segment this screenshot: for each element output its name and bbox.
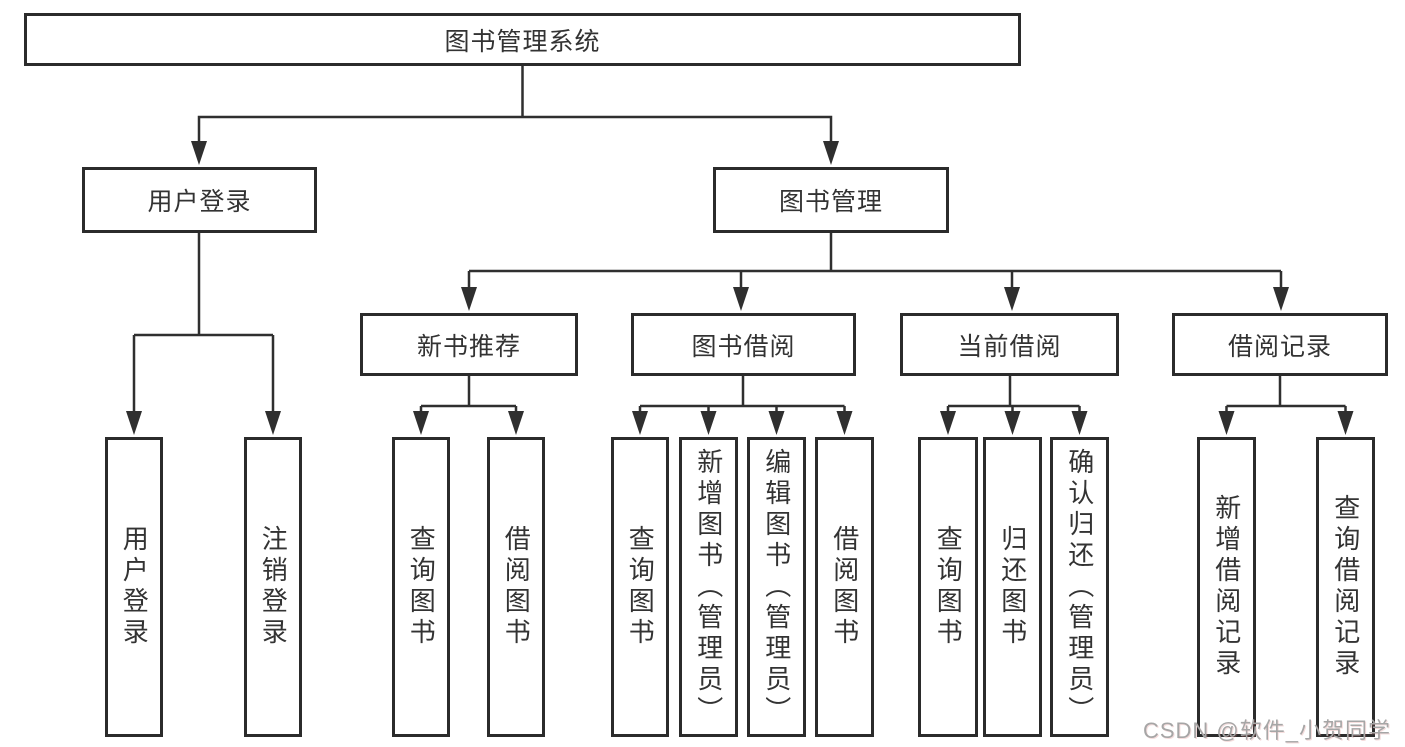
leaf-query-books-current: 查询图书: [918, 437, 978, 737]
group-current-borrow-label: 当前借阅: [957, 332, 1062, 361]
leaf-query-borrow-record-label: 查询借阅记录: [1330, 494, 1361, 680]
leaf-query-books-recommend-label: 查询图书: [406, 525, 437, 649]
leaf-logout-login-label: 注销登录: [258, 525, 289, 649]
leaf-borrow-books-recommend: 借阅图书: [487, 437, 545, 737]
root-node-label: 图书管理系统: [444, 27, 601, 56]
leaf-add-borrow-record: 新增借阅记录: [1197, 437, 1256, 737]
branch-book-management-label: 图书管理: [778, 188, 883, 216]
leaf-borrow-books-recommend-label: 借阅图书: [501, 525, 532, 649]
leaf-edit-books-admin: 编辑图书（管理员）: [747, 437, 806, 737]
csdn-watermark: CSDN @软件_小贺同学: [1142, 718, 1391, 743]
leaf-add-books-admin-label: 新增图书（管理员）: [693, 447, 724, 727]
connector-arrowheads: [126, 141, 1354, 435]
leaf-user-login-label: 用户登录: [119, 525, 150, 649]
leaf-borrow-books-2: 借阅图书: [815, 437, 874, 737]
leaf-query-books-current-label: 查询图书: [933, 525, 964, 649]
leaf-query-books-borrow: 查询图书: [611, 437, 669, 737]
leaf-return-books: 归还图书: [983, 437, 1042, 737]
group-current-borrow: 当前借阅: [900, 313, 1119, 376]
connector-lines: [132, 66, 1347, 413]
leaf-query-borrow-record: 查询借阅记录: [1316, 437, 1375, 737]
leaf-query-books-recommend: 查询图书: [392, 437, 450, 737]
leaf-add-borrow-record-label: 新增借阅记录: [1211, 494, 1242, 680]
root-node: 图书管理系统: [24, 13, 1021, 66]
branch-user-login-label: 用户登录: [147, 188, 252, 216]
branch-book-management: 图书管理: [713, 167, 949, 233]
leaf-add-books-admin: 新增图书（管理员）: [679, 437, 738, 737]
leaf-return-books-label: 归还图书: [997, 525, 1028, 649]
group-borrow-records: 借阅记录: [1172, 313, 1388, 376]
group-new-book-recommend: 新书推荐: [360, 313, 578, 376]
group-new-book-recommend-label: 新书推荐: [416, 332, 521, 361]
leaf-edit-books-admin-label: 编辑图书（管理员）: [761, 447, 792, 727]
leaf-confirm-return-admin-label: 确认归还（管理员）: [1064, 447, 1095, 727]
branch-user-login: 用户登录: [82, 167, 317, 233]
leaf-borrow-books-2-label: 借阅图书: [829, 525, 860, 649]
leaf-logout-login: 注销登录: [244, 437, 302, 737]
group-book-borrow: 图书借阅: [631, 313, 856, 376]
leaf-query-books-borrow-label: 查询图书: [625, 525, 656, 649]
leaf-user-login: 用户登录: [105, 437, 163, 737]
group-borrow-records-label: 借阅记录: [1227, 332, 1332, 361]
group-book-borrow-label: 图书借阅: [691, 332, 796, 361]
leaf-confirm-return-admin: 确认归还（管理员）: [1050, 437, 1109, 737]
